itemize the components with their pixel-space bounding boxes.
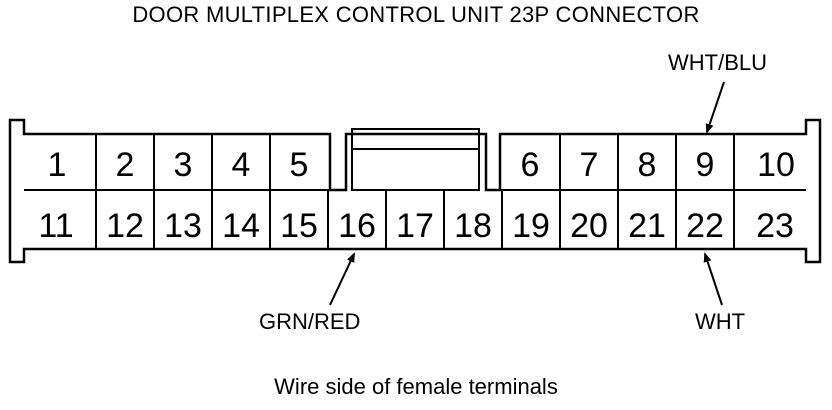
pin-number: 1 (48, 146, 67, 184)
arrow-pin-9 (705, 81, 725, 134)
bottom-row-dividers (95, 190, 735, 249)
pin-number: 14 (222, 207, 260, 245)
top-row-dividers (95, 134, 735, 190)
pin-number: 13 (164, 207, 202, 245)
diagram-title: DOOR MULTIPLEX CONTROL UNIT 23P CONNECTO… (132, 2, 700, 27)
wire-label-pin-9: WHT/BLU (668, 50, 767, 75)
wire-label-pin-22: WHT (695, 309, 746, 334)
pin-number: 15 (280, 207, 318, 245)
arrow-pin-22 (703, 252, 723, 306)
pin-number: 11 (38, 207, 73, 245)
pin-number: 19 (512, 207, 550, 245)
pin-number: 21 (628, 207, 666, 245)
pin-number: 12 (106, 207, 144, 245)
pin-number: 2 (116, 146, 135, 184)
pin-number: 3 (174, 146, 193, 184)
arrow-pin-16 (329, 252, 355, 306)
pin-number: 22 (686, 207, 724, 245)
pin-number: 10 (757, 146, 795, 184)
bottom-row-pins: 11 12 13 14 15 16 17 18 19 20 21 22 23 (38, 207, 794, 245)
pin-number: 4 (232, 146, 251, 184)
pin-number: 7 (580, 146, 599, 184)
connector-housing (8, 118, 822, 264)
pin-number: 23 (756, 207, 794, 245)
pin-number: 8 (638, 146, 657, 184)
pin-number: 5 (290, 146, 309, 184)
top-row-pins: 1 2 3 4 5 6 7 8 9 10 (48, 146, 795, 184)
locking-tab (351, 128, 480, 191)
pin-number: 17 (396, 207, 434, 245)
pin-number: 20 (570, 207, 608, 245)
wire-label-pin-16: GRN/RED (259, 309, 361, 334)
pin-number: 16 (338, 207, 376, 245)
pin-number: 9 (696, 146, 715, 184)
pin-number: 6 (521, 146, 540, 184)
pin-number: 18 (454, 207, 492, 245)
diagram-caption: Wire side of female terminals (274, 374, 558, 399)
